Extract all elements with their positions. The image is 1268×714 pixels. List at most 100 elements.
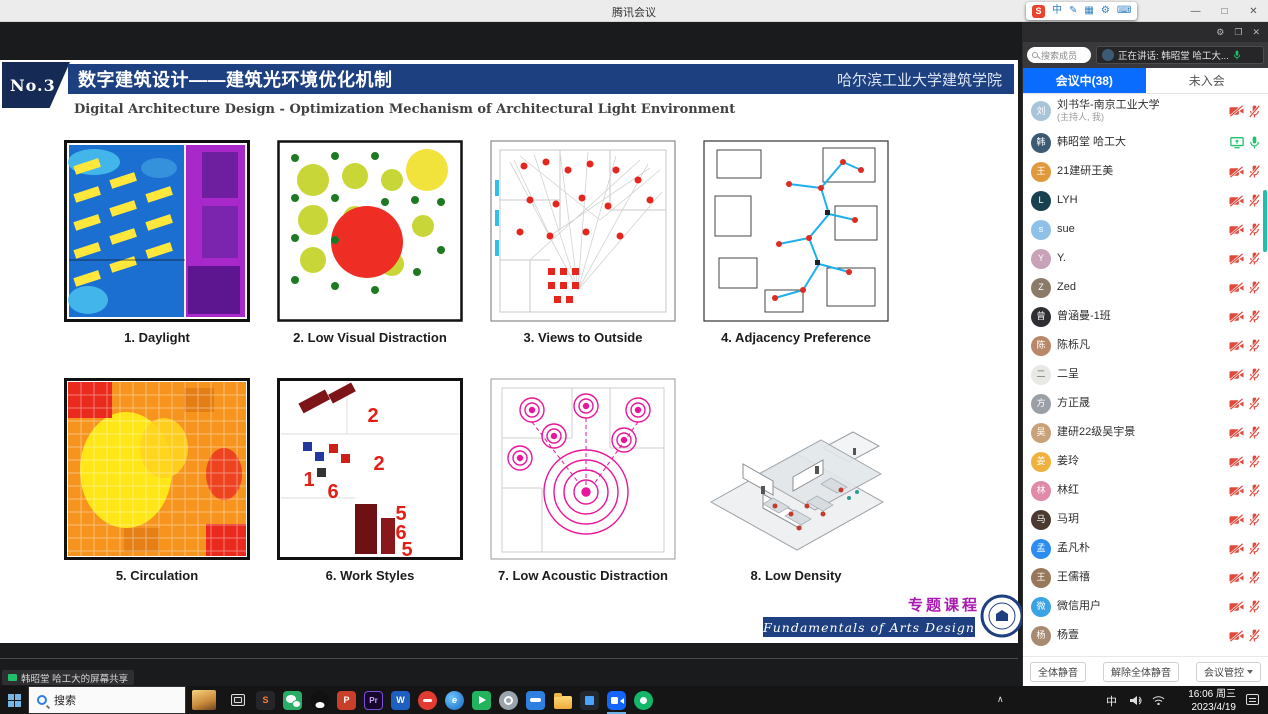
unmute-all-button[interactable]: 解除全体静音 xyxy=(1103,661,1179,682)
participant-row[interactable]: 吴 建研22级吴宇景 xyxy=(1023,418,1268,447)
maximize-button[interactable]: □ xyxy=(1221,5,1228,17)
sogou-logo-icon[interactable]: S xyxy=(1032,4,1045,18)
meeting-control-button[interactable]: 会议管控 xyxy=(1196,661,1261,682)
start-button[interactable] xyxy=(0,686,28,714)
close-button[interactable]: ✕ xyxy=(1249,5,1258,17)
mic-status-icon[interactable] xyxy=(1249,368,1260,381)
mic-status-icon[interactable] xyxy=(1249,310,1260,323)
ime-toolbar[interactable]: S 中 ✎ ▦ ⚙ ⌨ xyxy=(1026,2,1138,20)
mic-status-icon[interactable] xyxy=(1249,194,1260,207)
camera-off-icon[interactable] xyxy=(1229,368,1244,381)
action-center-icon[interactable] xyxy=(1246,694,1259,705)
blue-app[interactable] xyxy=(524,686,547,714)
participant-row[interactable]: Z Zed xyxy=(1023,273,1268,302)
sogou-input-app[interactable]: S xyxy=(254,686,277,714)
ime-language-icon[interactable]: 中 xyxy=(1052,5,1062,16)
participant-row[interactable]: 孟 孟凡朴 xyxy=(1023,534,1268,563)
network-icon[interactable] xyxy=(1152,695,1165,705)
participant-row[interactable]: 陈 陈栎凡 xyxy=(1023,331,1268,360)
green-circle-app[interactable] xyxy=(632,686,655,714)
camera-off-icon[interactable] xyxy=(1229,600,1244,613)
camera-off-icon[interactable] xyxy=(1229,252,1244,265)
taskbar-search[interactable]: 搜索 xyxy=(28,686,186,714)
participant-row[interactable]: 方 方正晟 xyxy=(1023,389,1268,418)
ime-grid-icon[interactable]: ▦ xyxy=(1084,5,1094,16)
mic-status-icon[interactable] xyxy=(1249,426,1260,439)
camera-off-icon[interactable] xyxy=(1229,484,1244,497)
gray-app[interactable] xyxy=(497,686,520,714)
camera-off-icon[interactable] xyxy=(1229,310,1244,323)
scrollbar-thumb[interactable] xyxy=(1263,190,1267,252)
camera-off-icon[interactable] xyxy=(1229,455,1244,468)
mic-status-icon[interactable] xyxy=(1249,397,1260,410)
camera-off-icon[interactable] xyxy=(1229,426,1244,439)
mic-status-icon[interactable] xyxy=(1249,339,1260,352)
file-explorer-app[interactable] xyxy=(551,686,574,714)
camera-off-icon[interactable] xyxy=(1229,571,1244,584)
minimize-button[interactable]: — xyxy=(1190,5,1201,17)
camera-off-icon[interactable] xyxy=(1229,165,1244,178)
panel-popout-icon[interactable]: ❐ xyxy=(1234,26,1243,37)
mic-status-icon[interactable] xyxy=(1249,600,1260,613)
participant-row[interactable]: 曾 曾涵曼-1班 xyxy=(1023,302,1268,331)
ime-settings-icon[interactable]: ⚙ xyxy=(1100,5,1110,16)
dark-app[interactable] xyxy=(578,686,601,714)
camera-off-icon[interactable] xyxy=(1229,339,1244,352)
participant-row[interactable]: Y Y. xyxy=(1023,244,1268,273)
panel-close-icon[interactable]: ✕ xyxy=(1252,26,1260,37)
participant-row[interactable]: 微 微信用户 xyxy=(1023,592,1268,621)
panel-settings-icon[interactable]: ⚙ xyxy=(1216,26,1225,37)
ime-keyboard-icon[interactable]: ⌨ xyxy=(1116,5,1132,16)
green-app[interactable] xyxy=(470,686,493,714)
word-app[interactable]: W xyxy=(389,686,412,714)
mic-status-icon[interactable] xyxy=(1249,629,1260,642)
mic-status-icon[interactable] xyxy=(1249,136,1260,149)
mic-status-icon[interactable] xyxy=(1249,252,1260,265)
mic-status-icon[interactable] xyxy=(1249,542,1260,555)
participant-row[interactable]: 姜 姜玲 xyxy=(1023,447,1268,476)
camera-off-icon[interactable] xyxy=(1229,542,1244,555)
ime-indicator[interactable]: 中 xyxy=(1106,696,1117,708)
camera-off-icon[interactable] xyxy=(1229,397,1244,410)
mute-all-button[interactable]: 全体静音 xyxy=(1030,661,1086,682)
tencent-meeting-app[interactable] xyxy=(605,686,628,714)
participant-row[interactable]: 刘 刘书华-南京工业大学 (主持人, 我) xyxy=(1023,94,1268,128)
mic-status-icon[interactable] xyxy=(1249,455,1260,468)
red-app[interactable] xyxy=(416,686,439,714)
camera-off-icon[interactable] xyxy=(1229,194,1244,207)
camera-off-icon[interactable] xyxy=(1229,223,1244,236)
wechat-app[interactable] xyxy=(281,686,304,714)
taskbar-clock[interactable]: 16:06 周三 2023/4/19 xyxy=(1188,689,1236,714)
camera-off-icon[interactable] xyxy=(1229,281,1244,294)
camera-off-icon[interactable] xyxy=(1229,513,1244,526)
browser-app[interactable]: e xyxy=(443,686,466,714)
participant-row[interactable]: 韩 韩昭堂 哈工大 xyxy=(1023,128,1268,157)
member-search-input[interactable]: 搜索成员 xyxy=(1027,47,1091,63)
mic-status-icon[interactable] xyxy=(1249,165,1260,178)
mic-status-icon[interactable] xyxy=(1249,104,1260,118)
participant-row[interactable]: 王 王儒禧 xyxy=(1023,563,1268,592)
news-widget-icon[interactable] xyxy=(192,690,216,710)
mic-status-icon[interactable] xyxy=(1249,571,1260,584)
tab-not-joined[interactable]: 未入会 xyxy=(1145,68,1268,93)
participant-row[interactable]: s sue xyxy=(1023,215,1268,244)
participant-row[interactable]: L LYH xyxy=(1023,186,1268,215)
mic-status-icon[interactable] xyxy=(1249,223,1260,236)
tab-in-meeting[interactable]: 会议中(38) xyxy=(1023,68,1146,93)
mic-status-icon[interactable] xyxy=(1249,281,1260,294)
volume-icon[interactable] xyxy=(1130,695,1143,706)
participant-row[interactable]: 王 21建研王美 xyxy=(1023,157,1268,186)
qq-app[interactable] xyxy=(308,686,331,714)
participant-row[interactable]: 马 马玥 xyxy=(1023,505,1268,534)
ime-pen-icon[interactable]: ✎ xyxy=(1069,5,1078,16)
mic-status-icon[interactable] xyxy=(1249,513,1260,526)
tray-expand-icon[interactable]: ∧ xyxy=(997,694,1004,704)
participant-row[interactable]: 林 林红 xyxy=(1023,476,1268,505)
camera-off-icon[interactable] xyxy=(1229,629,1244,642)
participant-row[interactable]: 二 二呈 xyxy=(1023,360,1268,389)
camera-off-icon[interactable] xyxy=(1229,105,1244,117)
participant-row[interactable]: 杨 杨壹 xyxy=(1023,621,1268,650)
powerpoint-app[interactable]: P xyxy=(335,686,358,714)
task-view-icon[interactable] xyxy=(226,686,250,714)
mic-status-icon[interactable] xyxy=(1249,484,1260,497)
